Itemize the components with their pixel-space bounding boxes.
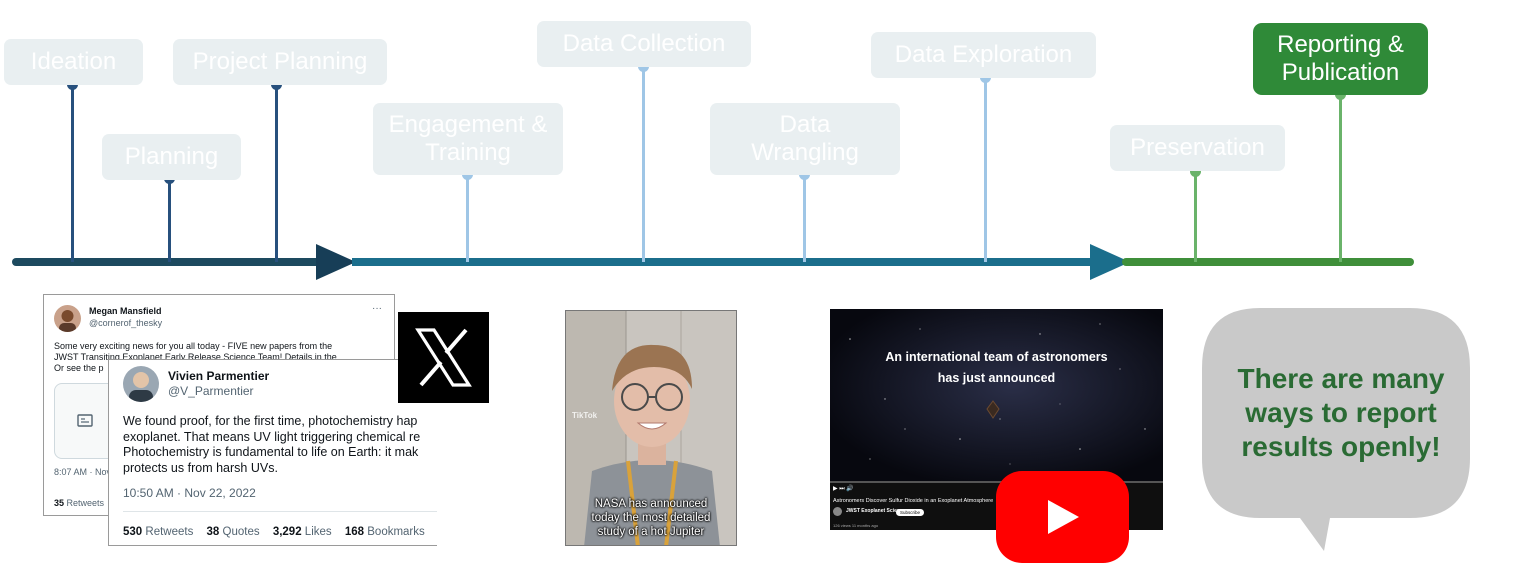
tweet-line: JWST Transiting Exoplanet Early Release …	[54, 352, 337, 362]
bookmark-label: Bookmarks	[367, 526, 425, 538]
stage-planning: Planning	[102, 134, 241, 180]
stage-label: Data Wrangling	[751, 111, 859, 166]
stage-ideation: Ideation	[4, 39, 143, 85]
channel-avatar	[833, 507, 842, 516]
channel-name: JWST Exoplanet Science	[846, 508, 906, 514]
spacecraft-icon	[986, 400, 1000, 419]
stage-preservation: Preservation	[1110, 125, 1285, 171]
stage-data-collection: Data Collection	[537, 21, 751, 67]
stage-label: Project Planning	[192, 48, 368, 75]
avatar-photo-icon	[59, 310, 76, 332]
more-menu-icon[interactable]: ···	[372, 303, 382, 314]
tweet-text: We found proof, for the first time, phot…	[123, 414, 437, 476]
bookmark-count: 168	[344, 526, 365, 538]
avatar	[54, 305, 81, 332]
tweet-card-front: Vivien Parmentier @V_Parmentier We found…	[108, 359, 437, 546]
retweet-stat: 35 Retweets	[54, 498, 104, 508]
article-icon	[77, 414, 93, 427]
stage-data-exploration: Data Exploration	[871, 32, 1096, 78]
stage-label: Ideation	[30, 48, 117, 75]
stage-label: Reporting & Publication	[1277, 31, 1404, 86]
quote-label: Quotes	[222, 526, 260, 538]
avatar	[123, 366, 159, 402]
tweet-line: Or see the p	[54, 363, 104, 373]
stage-reporting-publication: Reporting & Publication	[1253, 23, 1428, 95]
link-card[interactable]	[54, 383, 116, 459]
youtube-logo-icon	[996, 471, 1129, 563]
tweet-line: Some very exciting news for you all toda…	[54, 341, 333, 351]
tweet-divider	[123, 511, 437, 512]
subscribe-button[interactable]: Subscribe	[896, 509, 925, 516]
like-label: Likes	[304, 526, 332, 538]
stem-data-exploration	[984, 78, 987, 262]
dot-preservation	[1190, 166, 1201, 177]
stem-ideation	[71, 85, 74, 262]
like-stat[interactable]: 3,292 Likes	[273, 526, 332, 538]
stage-data-wrangling: Data Wrangling	[710, 103, 900, 175]
tweet-line: Photochemistry is fundamental to life on…	[123, 445, 419, 459]
retweet-label: Retweets	[66, 498, 105, 508]
quote-count: 38	[206, 526, 220, 538]
tweet-stats: 530 Retweets 38 Quotes 3,292 Likes 168 B…	[123, 526, 425, 538]
tiktok-video[interactable]: TikTok NASA has announced today the most…	[565, 310, 737, 546]
author-handle: @cornerof_thesky	[89, 318, 163, 328]
tweet-line: exoplanet. That means UV light triggerin…	[123, 429, 421, 444]
quote-stat[interactable]: 38 Quotes	[207, 526, 260, 538]
progress-bar[interactable]	[830, 481, 1163, 483]
timeline-arrowhead-2	[1090, 244, 1130, 280]
tweet-text: Some very exciting news for you all toda…	[54, 341, 384, 374]
stage-label: Preservation	[1130, 134, 1265, 161]
player-controls[interactable]: ▶ ⏭ 🔊	[833, 486, 854, 492]
tiktok-watermark: TikTok	[572, 411, 598, 420]
speech-bubble-text: There are many ways to report results op…	[1237, 363, 1445, 462]
stem-reporting	[1339, 95, 1342, 262]
stage-label: Planning	[124, 143, 219, 170]
x-logo-icon	[398, 312, 489, 403]
tweet-timestamp: 8:07 AM · Nov	[54, 467, 112, 477]
retweet-label: Retweets	[145, 526, 194, 538]
stem-planning	[168, 179, 171, 262]
tweet-line: protects us from harsh UVs.	[123, 460, 278, 475]
video-caption: NASA has announced today the most detail…	[591, 498, 711, 538]
stem-engagement	[466, 175, 469, 262]
stem-preservation	[1194, 172, 1197, 262]
stem-project-planning	[275, 85, 278, 262]
bookmark-stat[interactable]: 168 Bookmarks	[345, 526, 425, 538]
presenter-photo	[566, 311, 736, 545]
video-title: Astronomers Discover Sulfur Dioxide in a…	[833, 498, 994, 504]
retweet-count: 35	[54, 498, 65, 508]
timeline-arrowhead-1	[316, 244, 356, 280]
stage-label: Data Exploration	[894, 41, 1073, 68]
author-name: Megan Mansfield	[89, 306, 162, 316]
avatar-photo-icon	[129, 372, 153, 402]
like-count: 3,292	[272, 526, 302, 538]
video-subtitle: An international team of astronomers has…	[885, 350, 1108, 385]
stem-data-wrangling	[803, 175, 806, 262]
speech-bubble	[1202, 308, 1470, 551]
author-name: Vivien Parmentier	[168, 369, 270, 383]
author-handle: @V_Parmentier	[168, 384, 254, 398]
stage-engagement-training: Engagement & Training	[373, 103, 563, 175]
tweet-line: We found proof, for the first time, phot…	[123, 414, 418, 428]
video-views: 126 views 11 months ago	[833, 523, 879, 528]
stage-label: Data Collection	[562, 30, 726, 57]
retweet-count: 530	[123, 526, 143, 538]
stem-data-collection	[642, 67, 645, 262]
stage-label: Engagement & Training	[388, 111, 548, 166]
starfield-background	[830, 309, 1163, 481]
tweet-timestamp: 10:50 AM · Nov 22, 2022	[123, 486, 256, 500]
stage-project-planning: Project Planning	[173, 39, 387, 85]
retweet-stat[interactable]: 530 Retweets	[123, 526, 193, 538]
